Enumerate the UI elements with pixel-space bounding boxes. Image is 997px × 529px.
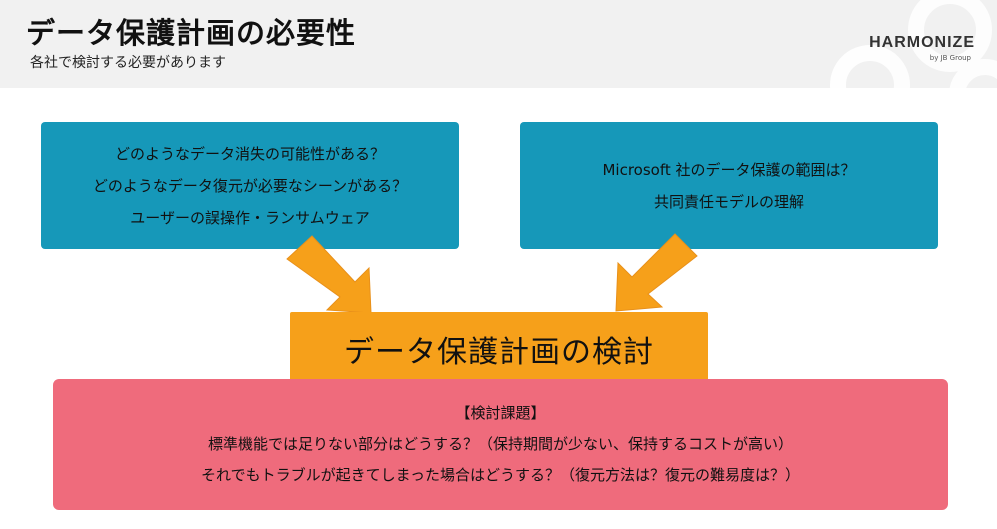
- center-box-title: データ保護計画の検討: [344, 335, 654, 370]
- arrow-down-right-icon: [286, 235, 372, 314]
- brand-logo-sub: by JB Group: [929, 54, 971, 62]
- box-line: どのようなデータ消失の可能性がある？: [114, 144, 385, 163]
- box-line: 標準機能では足りない部分はどうする？（保持期間が少ない、保持するコストが高い）: [207, 435, 793, 453]
- slide-subtitle: 各社で検討する必要があります: [30, 55, 226, 71]
- box-line: それでもトラブルが起きてしまった場合はどうする？（復元方法は？復元の難易度は？）: [201, 466, 800, 484]
- review-topics-box: 【検討課題】 標準機能では足りない部分はどうする？（保持期間が少ない、保持するコ…: [53, 379, 948, 510]
- slide-title: データ保護計画の必要性: [26, 16, 357, 50]
- logo-decoration-icon: [830, 0, 997, 88]
- data-loss-questions-box: どのようなデータ消失の可能性がある？ どのようなデータ復元が必要なシーンがある？…: [41, 122, 459, 249]
- data-protection-plan-box: データ保護計画の検討: [290, 312, 708, 386]
- box-line: Microsoft 社のデータ保護の範囲は？: [602, 160, 856, 179]
- microsoft-scope-box: Microsoft 社のデータ保護の範囲は？ 共同責任モデルの理解: [520, 122, 938, 249]
- box-line: ユーザーの誤操作・ランサムウェア: [130, 208, 370, 227]
- arrow-down-left-icon: [615, 233, 698, 312]
- box-line: どのようなデータ復元が必要なシーンがある？: [92, 176, 408, 195]
- review-topics-heading: 【検討課題】: [455, 404, 546, 422]
- brand-logo: HARMONIZE: [869, 34, 975, 51]
- box-line: 共同責任モデルの理解: [653, 192, 804, 211]
- slide-header: データ保護計画の必要性 各社で検討する必要があります HARMONIZE by …: [0, 0, 997, 88]
